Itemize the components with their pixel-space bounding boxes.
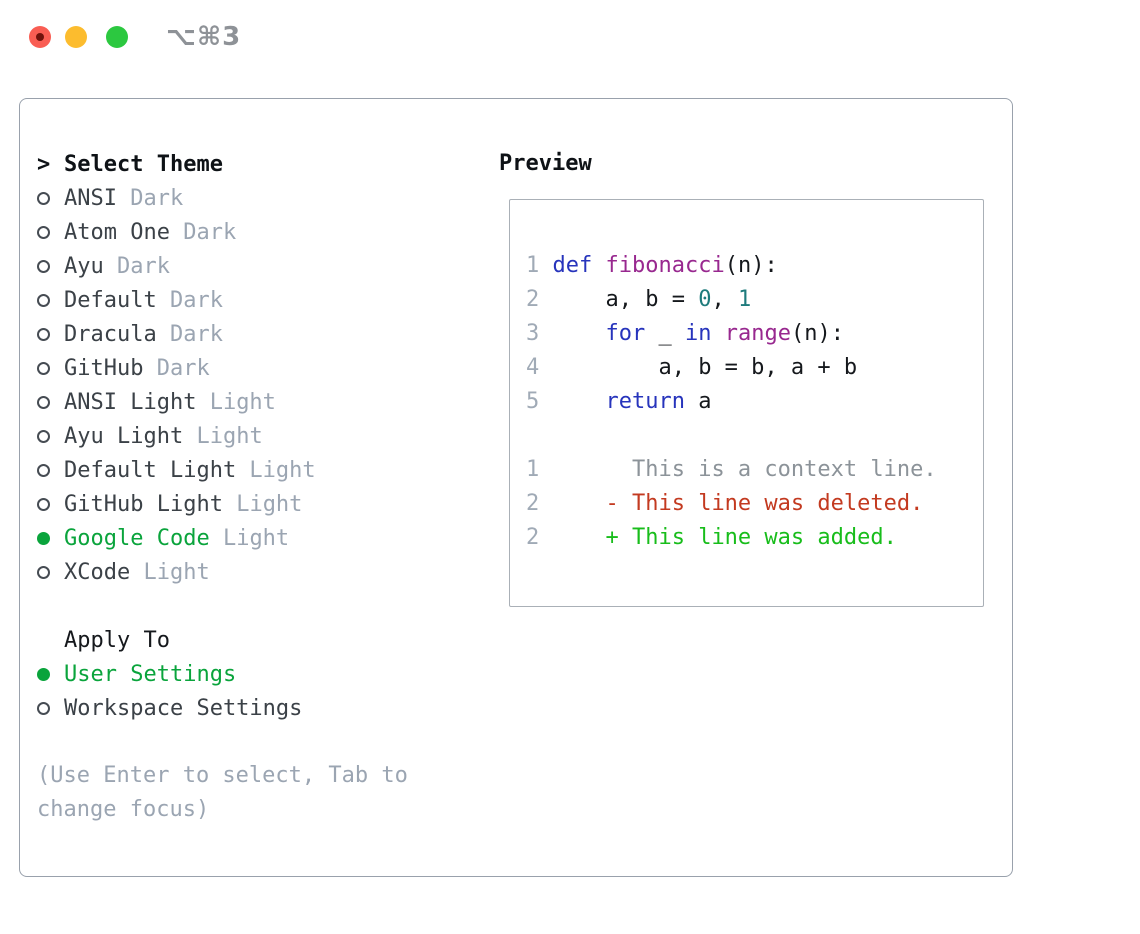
line-number: 3: [526, 321, 553, 346]
theme-variant: Dark: [169, 219, 237, 245]
radio-unselected-icon: [37, 259, 64, 273]
apply-option-label: Workspace Settings: [64, 695, 303, 721]
preview-box: 1 def fibonacci(n): 2 a, b = 0, 1 3 for _ …: [509, 199, 984, 607]
theme-name: Google Code: [64, 525, 210, 551]
theme-name: Default: [64, 287, 157, 313]
radio-unselected-icon: [37, 191, 64, 205]
theme-name: Dracula: [64, 321, 157, 347]
theme-variant: Light: [183, 423, 263, 449]
radio-unselected-icon: [37, 429, 64, 443]
record-dot-icon: [36, 33, 44, 41]
theme-option-default[interactable]: Default Dark: [37, 283, 408, 317]
radio-unselected-icon: [37, 327, 64, 341]
theme-option-atom-one[interactable]: Atom One Dark: [37, 215, 408, 249]
radio-selected-icon: [37, 531, 64, 545]
theme-variant: Light: [222, 491, 303, 517]
caret-icon: >: [37, 151, 51, 177]
theme-option-github[interactable]: GitHub Dark: [37, 351, 408, 385]
radio-unselected-icon: [37, 701, 64, 715]
theme-name: ANSI: [64, 185, 117, 211]
code-line: 2 + This line was added.: [526, 525, 897, 550]
help-line-2: change focus): [37, 797, 210, 822]
radio-unselected-icon: [37, 497, 64, 511]
code-line: 1 def fibonacci(n):: [526, 253, 778, 278]
apply-option-workspace-settings[interactable]: Workspace Settings: [37, 691, 408, 725]
theme-name: XCode: [64, 559, 131, 585]
theme-option-github-light[interactable]: GitHub Light Light: [37, 487, 408, 521]
code-line: 5 return a: [526, 389, 712, 414]
theme-variant: Dark: [116, 185, 184, 211]
line-number: 4: [526, 355, 553, 380]
apply-to-label: Apply To: [64, 627, 170, 653]
radio-unselected-icon: [37, 463, 64, 477]
theme-option-ansi-light[interactable]: ANSI Light Light: [37, 385, 408, 419]
theme-option-ayu-light[interactable]: Ayu Light Light: [37, 419, 408, 453]
theme-variant: Light: [209, 525, 290, 551]
theme-name: Atom One: [64, 219, 170, 245]
theme-option-dracula[interactable]: Dracula Dark: [37, 317, 408, 351]
theme-name: GitHub Light: [64, 491, 223, 517]
theme-variant: Light: [236, 457, 316, 483]
theme-option-xcode[interactable]: XCode Light: [37, 555, 408, 589]
code-preview: 1 def fibonacci(n): 2 a, b = 0, 1 3 for _ …: [526, 249, 937, 555]
theme-name: GitHub: [64, 355, 144, 381]
line-number: 5: [526, 389, 553, 414]
theme-option-ayu[interactable]: Ayu Dark: [37, 249, 408, 283]
radio-unselected-icon: [37, 395, 64, 409]
select-theme-label: Select Theme: [64, 151, 223, 177]
line-number: 1: [526, 253, 553, 278]
code-line: 2 a, b = 0, 1: [526, 287, 752, 312]
code-line: 3 for _ in range(n):: [526, 321, 844, 346]
help-line-1: (Use Enter to select, Tab to: [37, 763, 408, 788]
theme-name: Ayu: [64, 253, 104, 279]
theme-variant: Dark: [156, 321, 223, 347]
theme-name: ANSI Light: [64, 389, 197, 415]
code-line: [526, 419, 937, 453]
line-number: 2: [526, 287, 553, 312]
theme-name: Default Light: [64, 457, 237, 483]
theme-variant: Dark: [143, 355, 210, 381]
theme-name: Ayu Light: [64, 423, 184, 449]
theme-variant: Light: [196, 389, 276, 415]
line-number: 2: [526, 491, 553, 516]
apply-option-user-settings[interactable]: User Settings: [37, 657, 408, 691]
theme-option-google-code[interactable]: Google Code Light: [37, 521, 408, 555]
window-title: ⌥⌘3: [166, 22, 242, 52]
radio-unselected-icon: [37, 293, 64, 307]
window-titlebar: ⌥⌘3: [0, 0, 1140, 74]
theme-option-default-light[interactable]: Default Light Light: [37, 453, 408, 487]
theme-option-ansi[interactable]: ANSI Dark: [37, 181, 408, 215]
code-line: 1 This is a context line.: [526, 457, 937, 482]
preview-title: Preview: [499, 151, 592, 176]
close-button[interactable]: [29, 26, 51, 48]
radio-unselected-icon: [37, 225, 64, 239]
theme-variant: Dark: [156, 287, 223, 313]
help-text: (Use Enter to select, Tab to change focu…: [37, 759, 408, 827]
apply-option-label: User Settings: [64, 661, 237, 687]
code-line: 4 a, b = b, a + b: [526, 355, 858, 380]
select-theme-header: > Select Theme: [37, 147, 408, 181]
line-number: 2: [526, 525, 553, 550]
apply-to-header: Apply To: [37, 623, 408, 657]
spacer: [37, 589, 408, 623]
minimize-button[interactable]: [65, 26, 87, 48]
line-number: 1: [526, 457, 553, 482]
radio-selected-icon: [37, 667, 64, 681]
radio-unselected-icon: [37, 565, 64, 579]
maximize-button[interactable]: [106, 26, 128, 48]
spacer: [37, 725, 408, 759]
radio-unselected-icon: [37, 361, 64, 375]
theme-variant: Dark: [103, 253, 170, 279]
code-line: 2 - This line was deleted.: [526, 491, 924, 516]
theme-variant: Light: [130, 559, 210, 585]
